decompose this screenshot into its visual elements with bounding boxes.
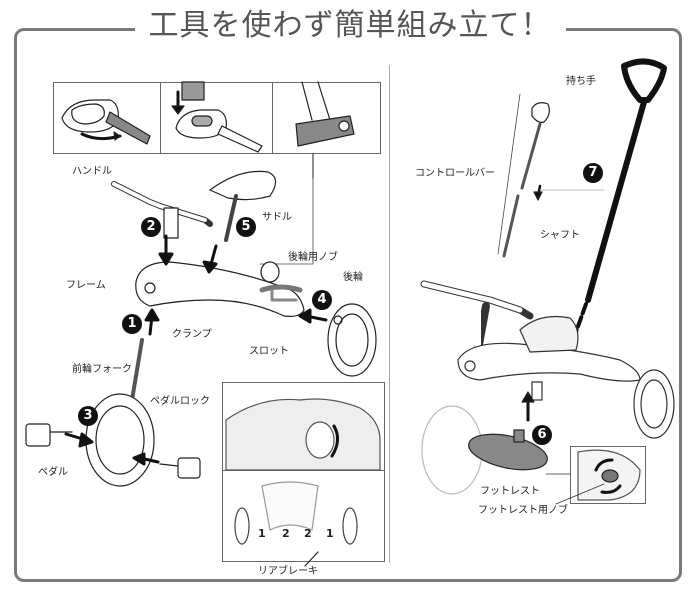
brake-assembly-detail-illustration	[234, 481, 358, 545]
step-badge-5: 5	[236, 217, 256, 237]
label-shaft: シャフト	[540, 230, 580, 241]
insert-post-illustration	[171, 81, 263, 153]
step-badge-1: 1	[122, 314, 142, 334]
label-rear-wheel: 後輪	[343, 272, 363, 283]
left-pedal	[25, 423, 51, 447]
label-slot: スロット	[249, 346, 289, 357]
step-badge-3: 3	[78, 406, 98, 426]
brake-knob-detail-illustration	[225, 398, 381, 471]
brake-step-number: 2	[304, 527, 312, 540]
step-badge-6: 6	[532, 425, 552, 445]
brake-step-number: 2	[282, 527, 290, 540]
label-rear-wheel-knob: 後輪用ノブ	[288, 252, 338, 263]
label-pedal: ペダル	[38, 467, 68, 478]
label-footrest: フットレスト	[480, 486, 540, 497]
control-bar-small-illustration	[497, 93, 550, 258]
label-frame: フレーム	[66, 280, 106, 291]
frame-illustration	[135, 261, 305, 317]
footrest-knob-detail-illustration	[577, 449, 641, 501]
saddle-illustration	[209, 170, 277, 242]
brake-step-number: 1	[258, 527, 266, 540]
label-pedal-lock: ペダルロック	[150, 396, 210, 407]
panel-divider	[389, 65, 390, 563]
step-badge-2: 2	[141, 217, 161, 237]
right-pedal	[177, 457, 201, 479]
label-handle: ハンドル	[72, 166, 112, 177]
page-title: 工具を使わず簡単組み立て！	[134, 6, 566, 46]
label-control-bar: コントロールバー	[415, 168, 495, 179]
footrest-illustration	[468, 429, 548, 471]
step-badge-7: 7	[583, 163, 603, 183]
title-wrap: 工具を使わず簡単組み立て！	[0, 6, 700, 46]
label-rear-brake: リアブレーキ	[258, 566, 318, 577]
label-front-fork: 前輪フォーク	[72, 364, 132, 375]
tricycle-illustration	[420, 280, 675, 495]
handlebar-illustration	[111, 181, 213, 239]
step-badge-4: 4	[312, 290, 332, 310]
clamp-open-illustration	[61, 99, 151, 145]
label-grip: 持ち手	[566, 76, 596, 87]
strip-divider-2	[272, 82, 273, 154]
brake-step-number: 1	[326, 527, 334, 540]
rear-wheel-knob	[260, 261, 280, 283]
clamp-closed-illustration	[295, 81, 355, 147]
strip-divider-1	[160, 82, 161, 154]
label-saddle: サドル	[262, 212, 292, 223]
label-clamp: クランプ	[172, 329, 212, 340]
label-footrest-knob: フットレスト用ノブ	[478, 505, 568, 516]
front-fork-illustration	[85, 338, 155, 487]
rear-wheel-illustration	[327, 303, 377, 377]
